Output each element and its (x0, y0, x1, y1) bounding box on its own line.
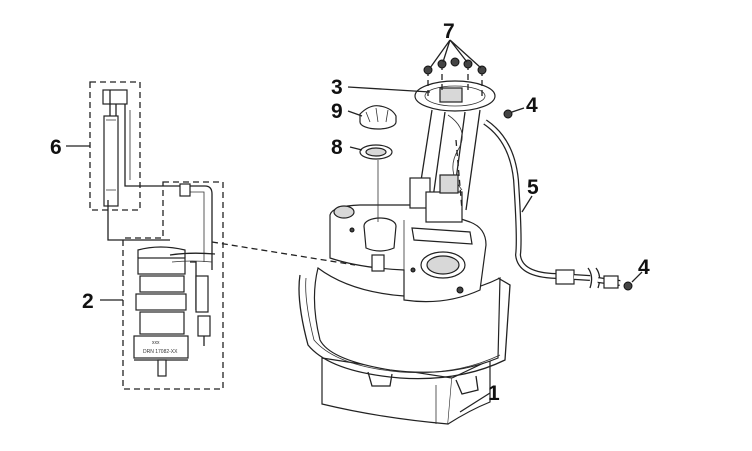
leader-7 (429, 39, 482, 69)
part-2-dashed-frame (122, 181, 224, 390)
callout-4-upper: 4 (526, 94, 538, 117)
callout-2: 2 (82, 290, 94, 313)
leader-3 (347, 86, 431, 93)
leader-lines (66, 39, 643, 413)
callout-4-lower: 4 (638, 256, 650, 279)
callouts: 1 2 3 4 4 5 6 7 8 9 (50, 20, 650, 405)
part-1-fuel-tank (298, 204, 511, 425)
part-6-level-sender (89, 81, 186, 211)
part-7-bolts (423, 57, 487, 98)
callout-9: 9 (331, 100, 343, 123)
leader-5 (521, 195, 533, 213)
leader-8 (349, 146, 363, 151)
part-3-pump-module (409, 80, 496, 245)
guide-line-pump (211, 241, 356, 266)
part-9-ring-nut (359, 105, 397, 130)
callout-5: 5 (527, 176, 539, 199)
part-2-fuel-pump: xxx DRN 17082-XX (107, 181, 224, 390)
callout-7: 7 (443, 20, 455, 43)
leader-1 (459, 392, 491, 413)
leader-4a (511, 107, 525, 113)
pump-label-line1: xxx (152, 340, 160, 346)
callout-1: 1 (488, 382, 500, 405)
part-5-hose (483, 119, 621, 289)
part-4-clamps (503, 109, 633, 291)
callout-3: 3 (331, 76, 343, 99)
leader-9 (347, 110, 363, 117)
pump-label-line2: DRN 17082-XX (143, 349, 178, 355)
part-8-seal (359, 144, 393, 160)
callout-6: 6 (50, 136, 62, 159)
leader-4b (631, 271, 643, 283)
callout-8: 8 (331, 136, 343, 159)
